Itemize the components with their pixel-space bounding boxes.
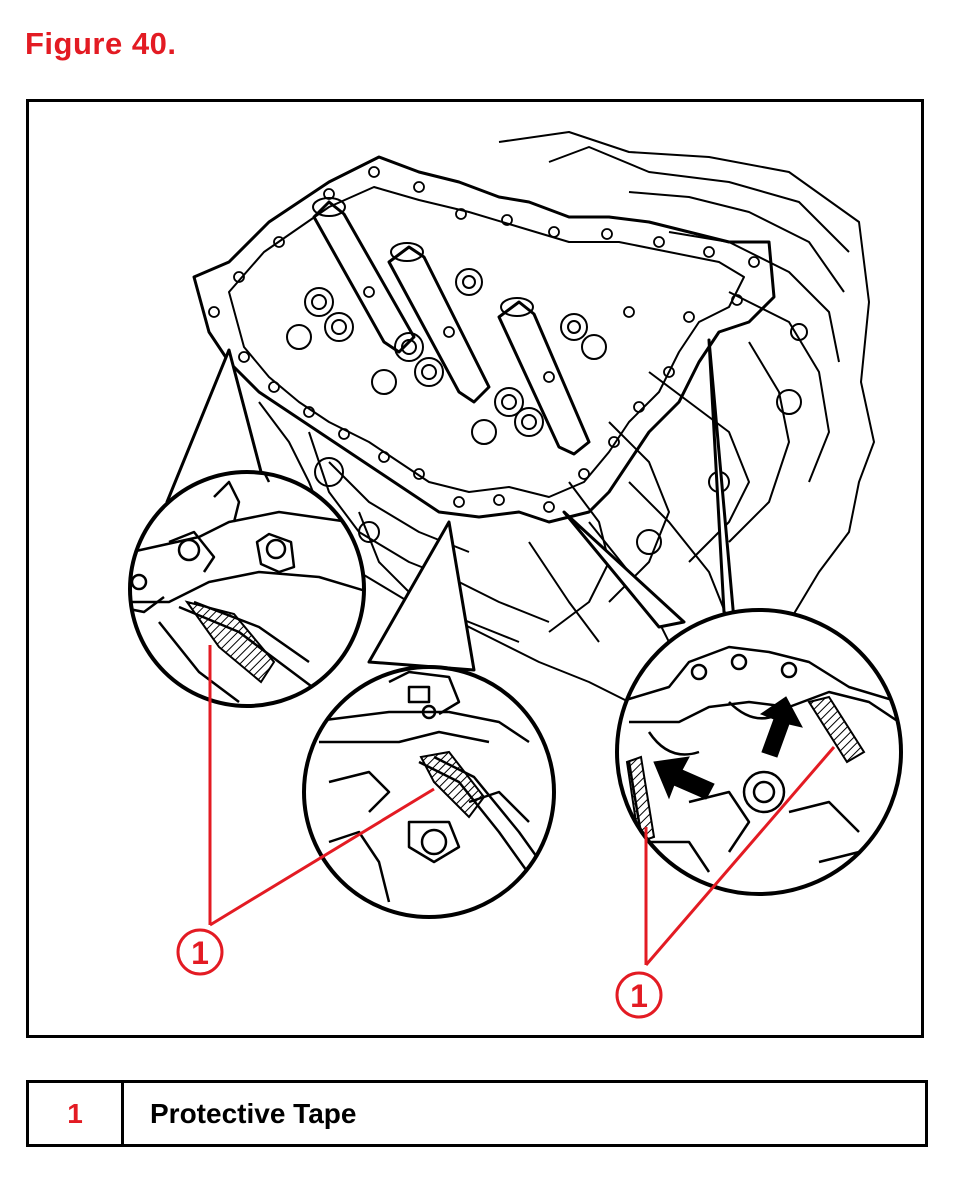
legend-description: Protective Tape	[150, 1097, 357, 1129]
arrow-up-right-icon	[759, 696, 803, 758]
valve-springs	[286, 268, 607, 445]
legend-table: 1 Protective Tape	[26, 1080, 928, 1147]
callout-number: 1	[630, 978, 648, 1014]
legend-number: 1	[29, 1083, 124, 1144]
magnifier-right	[615, 608, 903, 896]
diagram-frame: 1 1	[26, 99, 924, 1038]
magnifier-left	[128, 470, 366, 708]
bolt-holes	[208, 166, 760, 513]
callout-1-left: 1	[176, 928, 224, 976]
callout-1-right: 1	[615, 971, 663, 1019]
engine-diagram: 1 1	[128, 131, 903, 1019]
figure-title: Figure 40.	[25, 26, 177, 61]
arrow-left-icon	[653, 756, 715, 800]
cam-journals	[312, 197, 591, 456]
magnifier-middle	[302, 665, 556, 919]
callout-number: 1	[191, 935, 209, 971]
callout-leaders	[208, 645, 836, 966]
magnifier-pointers	[165, 338, 736, 672]
engine-block	[192, 131, 875, 703]
